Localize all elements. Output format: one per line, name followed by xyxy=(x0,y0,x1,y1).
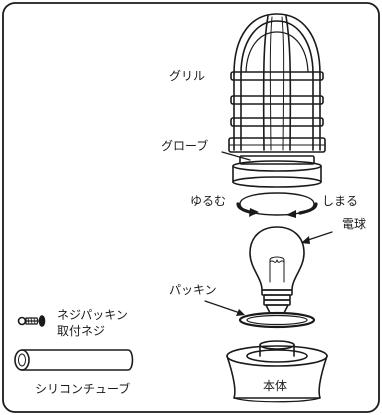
bulb-leader xyxy=(301,231,333,244)
bulb-label: 電球 xyxy=(342,217,367,231)
screw-packing-label: ネジパッキン xyxy=(57,308,128,322)
packing-leader xyxy=(204,300,245,316)
tighten-label: しまる xyxy=(322,194,359,208)
screw-icon xyxy=(17,315,46,327)
grille-cage xyxy=(228,13,326,153)
grille-label: グリル xyxy=(169,69,206,83)
packing-label: パッキン xyxy=(169,283,217,297)
silicone-tube-label: シリコンチューブ xyxy=(35,382,131,396)
rotation-arrows xyxy=(236,192,318,218)
globe-ring xyxy=(232,155,322,188)
main-body-label: 本体 xyxy=(263,379,288,393)
frame-border xyxy=(2,2,380,413)
silicone-tube xyxy=(14,349,134,371)
light-bulb xyxy=(249,226,305,314)
packing-ring xyxy=(238,311,316,329)
main-body-base xyxy=(226,340,328,403)
mounting-screw-label: 取付ネジ xyxy=(57,324,106,338)
loosen-label: ゆるむ xyxy=(190,194,227,208)
globe-leader xyxy=(221,151,251,161)
globe-label: グローブ xyxy=(161,139,209,153)
